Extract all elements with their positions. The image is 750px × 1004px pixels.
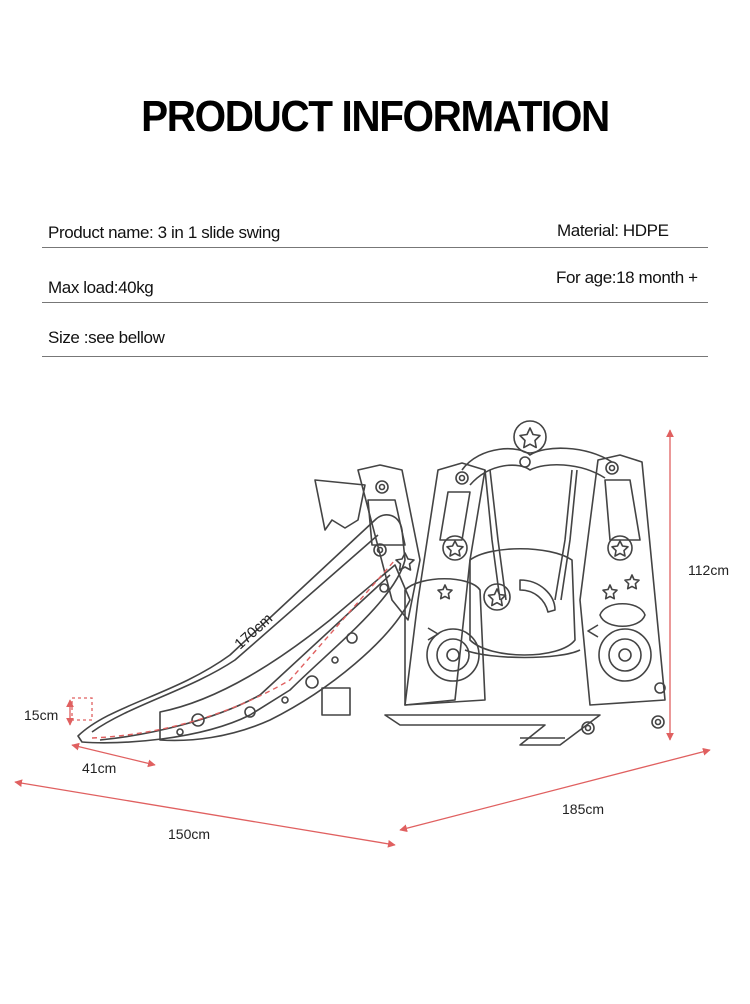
material-spec: Material: HDPE: [557, 221, 669, 240]
depth-label: 150cm: [168, 826, 210, 842]
divider: [42, 247, 708, 248]
divider: [42, 302, 708, 303]
size-spec: Size :see bellow: [48, 328, 165, 347]
slide-length-label: 170cm: [231, 610, 276, 653]
page-title: PRODUCT INFORMATION: [141, 92, 610, 141]
width-label: 185cm: [562, 801, 604, 817]
max-load-spec: Max load:40kg: [48, 278, 154, 297]
height-label: 112cm: [688, 562, 729, 578]
slide-illustration: [77, 464, 421, 744]
dimension-lines: [14, 429, 711, 848]
slide-end-height-label: 15cm: [24, 707, 58, 723]
divider: [42, 356, 708, 357]
age-spec: For age:18 month +: [556, 268, 698, 287]
swing-frame-illustration: [384, 420, 666, 746]
slide-width-label: 41cm: [82, 760, 116, 776]
slide-swing-diagram: 112cm 170cm 15cm 41cm 150cm 185cm: [14, 420, 729, 848]
product-name-spec: Product name: 3 in 1 slide swing: [48, 223, 280, 242]
